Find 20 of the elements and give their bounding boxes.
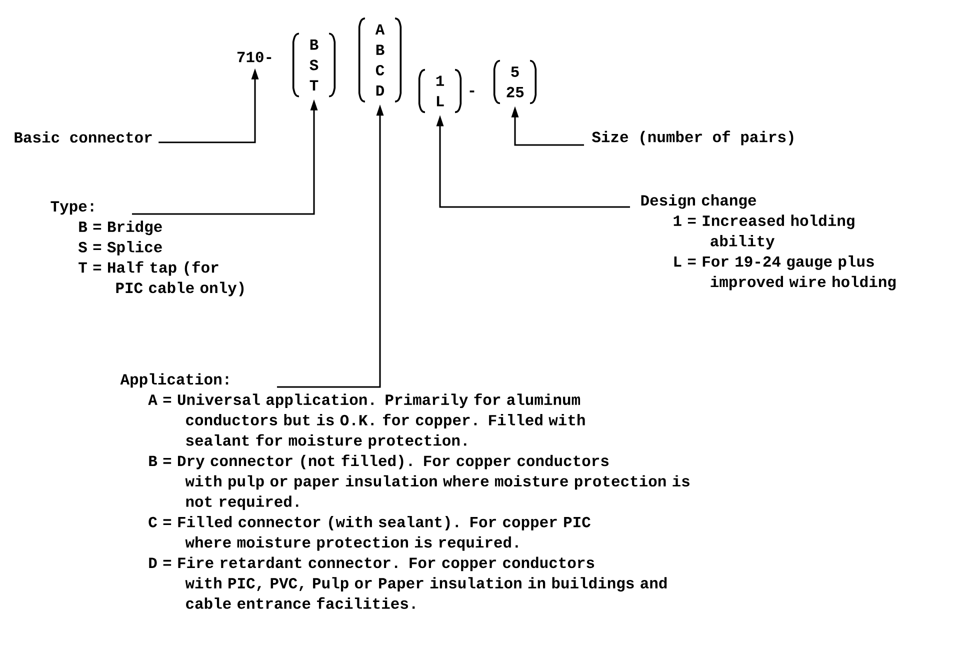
definition-text: L = For 19-24 gauge plus improved wire holding — [674, 255, 896, 290]
definition-text: 1 = Increased holding ability — [674, 214, 854, 250]
separator: - — [470, 90, 474, 92]
bracketed-options: 5 25 — [493, 60, 537, 104]
code-text: 710- — [237, 52, 272, 62]
definition-text: T = Half tap (for PIC cable only) — [78, 261, 244, 296]
heading: Type: — [50, 201, 94, 215]
code-text: Size (number of pairs) — [592, 130, 794, 146]
bracketed-options: B S T — [292, 32, 336, 98]
heading: Design change — [641, 194, 756, 209]
definition-text: B = Dry connector (not filled). For copper conductors with pulp or paper insulation where moisture protection is not required. — [149, 454, 690, 510]
definition-text: S = Splice — [78, 241, 162, 256]
code-text: Basic connector — [14, 131, 152, 143]
heading: Application: — [120, 373, 228, 388]
definition-text: A = Universal application. Primarily for aluminum conductors but is O.K. for copper. Filled with sealant for moisture protection. — [148, 393, 585, 449]
definition-text: C = Filled connector (with sealant). For copper PIC where moisture protection is required. — [148, 516, 590, 551]
definition-text: D = Fire retardant connector. For copper conductors with PIC, PVC, Pulp or Paper insulation in buildings and cable entrance facilities. — [149, 556, 667, 609]
definition-text: B = Bridge — [79, 220, 162, 236]
bracketed-options: 1 L — [418, 68, 462, 114]
bracketed-options: A B C D — [358, 18, 402, 102]
